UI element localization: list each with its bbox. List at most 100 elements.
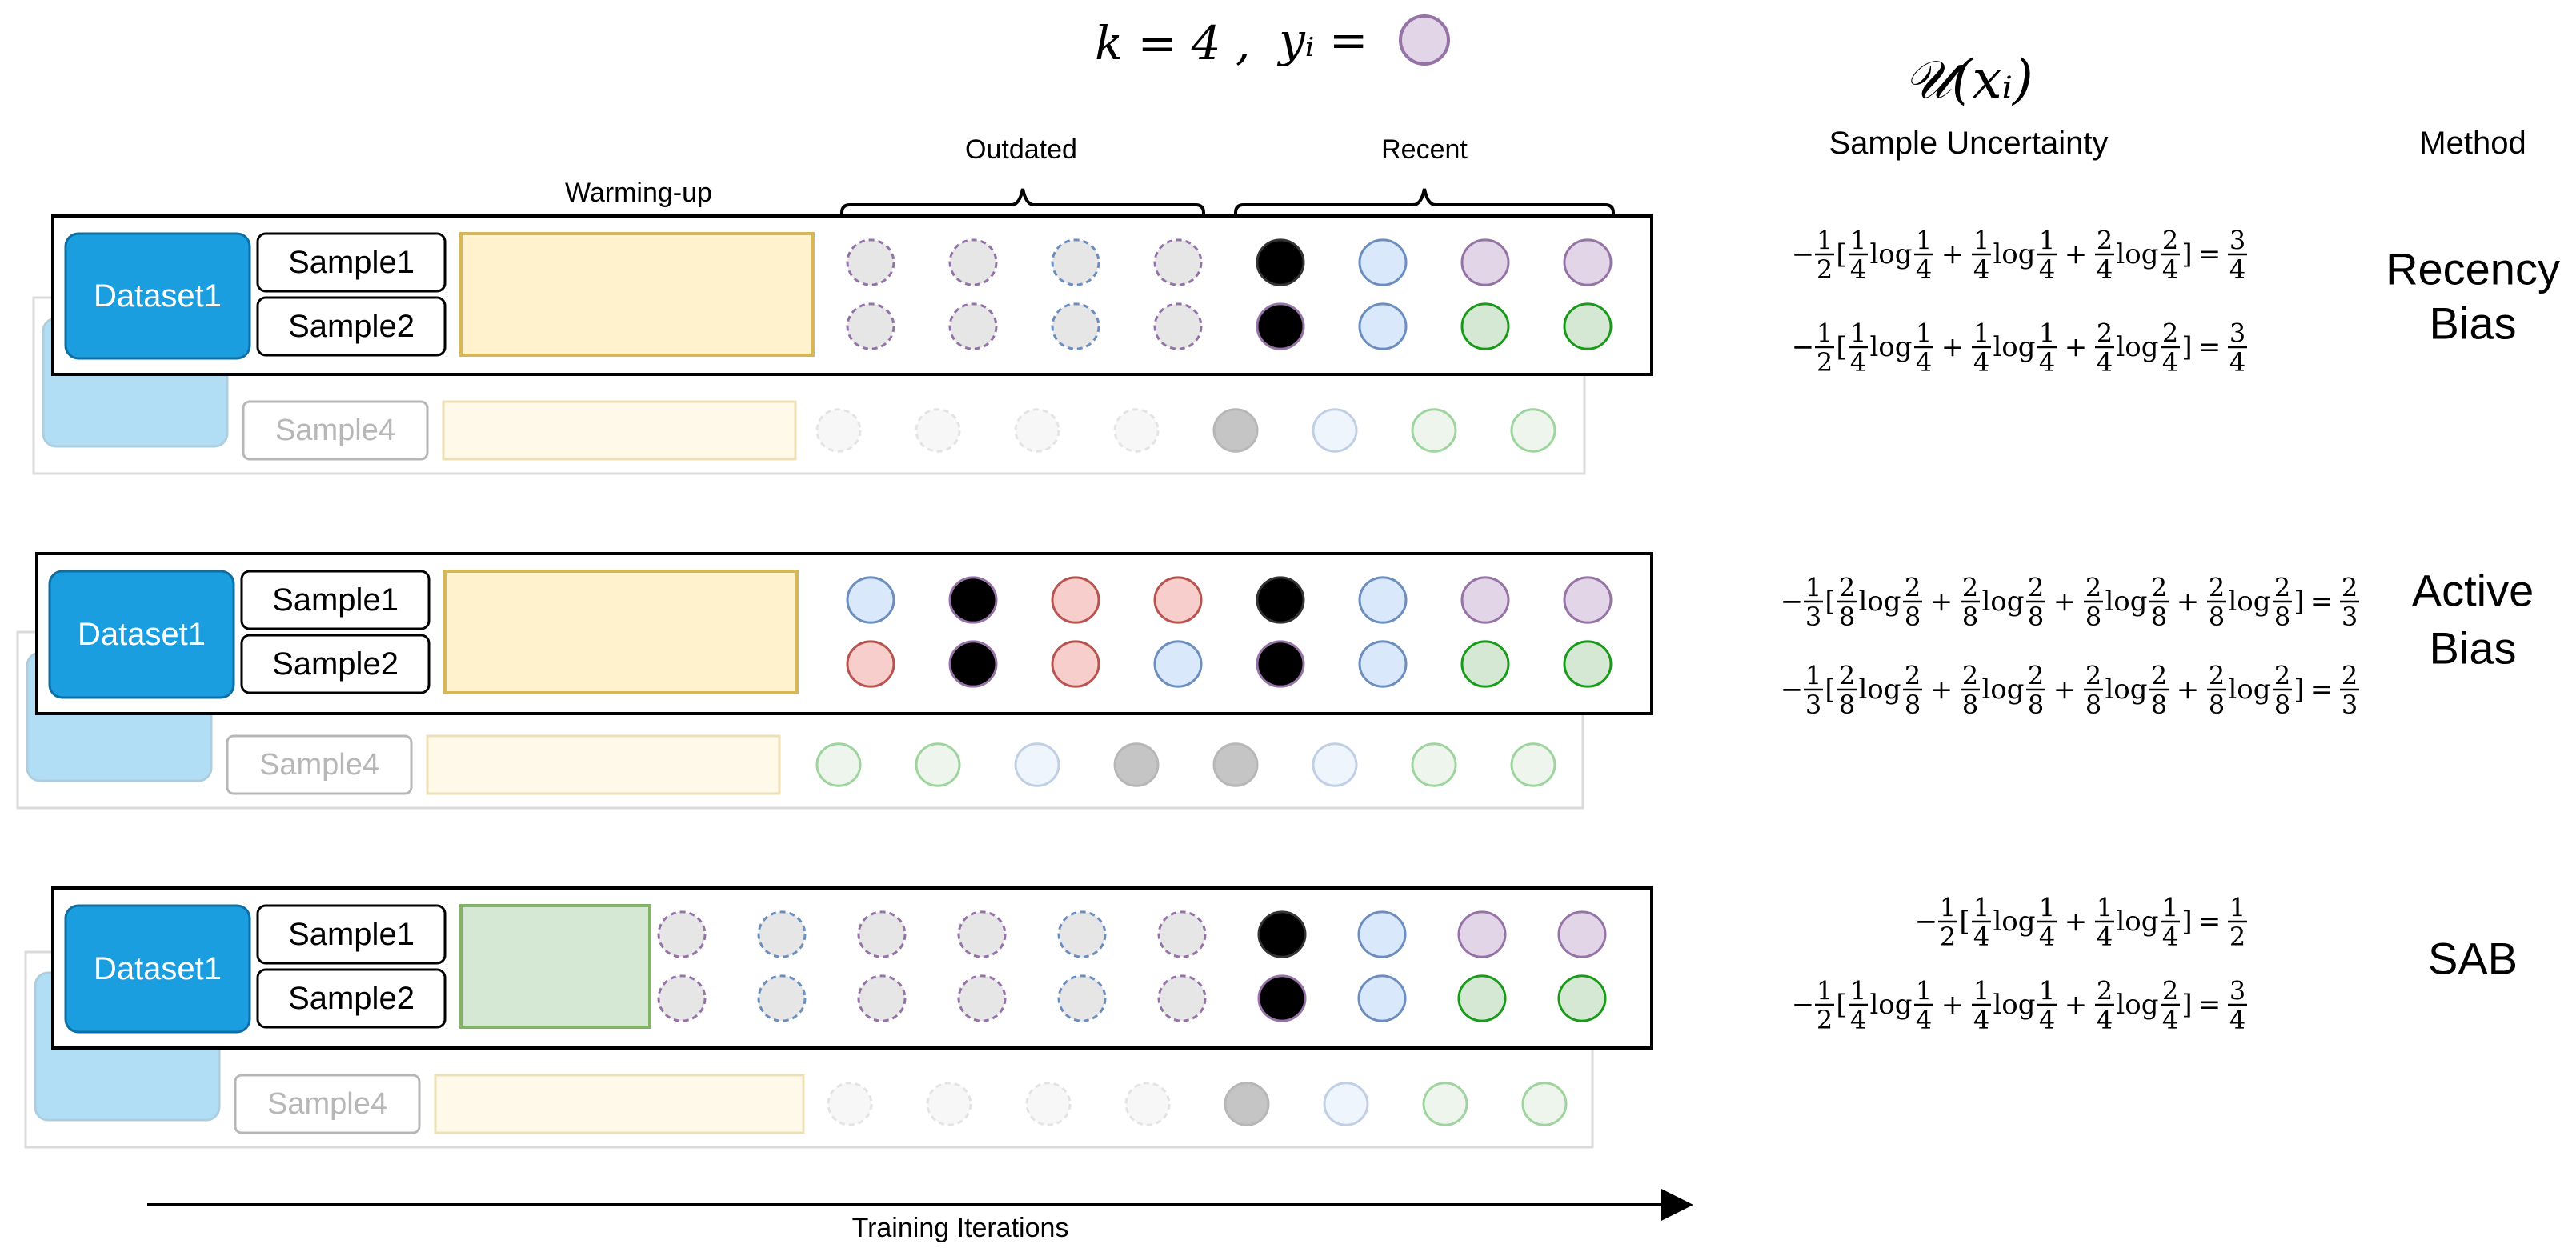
panel-1-row2-dot-8 [1563, 302, 1613, 350]
panel-1-row2-dot-7 [1460, 302, 1510, 350]
formula-p3-r2-symbol0: − [1792, 989, 1815, 1021]
formula-p2-r2-frac5-denominator: 8 [1905, 690, 1921, 720]
panel-1-method-line2: Bias [2430, 298, 2517, 349]
formula-p2-r1-symbol16: log [2228, 586, 2270, 618]
formula-p2-r2-symbol8: log [1981, 674, 2024, 706]
panel-1-dataset1-label: Dataset1 [94, 278, 222, 314]
formula-p2-r1-frac20-denominator: 3 [2342, 602, 2358, 632]
panel-2-dataset1-box [48, 570, 235, 699]
panel-3-back-dot-2 [926, 1082, 972, 1126]
formula-p2-r1-symbol10: + [2053, 586, 2077, 618]
k-expression: k = 4 , [1095, 16, 1250, 70]
formula-p1-r2-frac7-denominator: 4 [1973, 347, 1989, 378]
formula-p3-r2-frac3-numerator: 1 [1850, 975, 1866, 1006]
panel-3-row1-dot-5 [1057, 910, 1107, 958]
panel-1-row2-dot-6 [1358, 302, 1408, 350]
panel-1-sample1-box [256, 232, 447, 293]
formula-p3-r1-frac9-denominator: 4 [2162, 922, 2178, 952]
panel-3: Dataset2Sample4Dataset1Sample1Sample2 [24, 886, 1653, 1149]
panel-2-back-dot-6 [1312, 742, 1358, 787]
formula-p1-r2-symbol12: log [2116, 331, 2158, 363]
panel-1-back-dot-5 [1212, 408, 1259, 453]
formula-p1-r1-frac5-denominator: 4 [1916, 254, 1932, 285]
formula-p1-r1-frac1-numerator: 1 [1817, 225, 1833, 255]
panel-3-method-line1: SAB [2428, 934, 2518, 984]
formula-p2-r1-frac13-denominator: 8 [2151, 602, 2167, 632]
formula-p2-r1-symbol6: + [1930, 586, 1953, 618]
panel-2-row2-dot-6 [1358, 640, 1408, 688]
formula-p1-r1-symbol6: + [1941, 238, 1965, 270]
panel-1-back-dot-8 [1510, 408, 1556, 453]
panel-2-back-warmup [426, 734, 781, 795]
panel-1-back-dot-2 [915, 408, 961, 453]
formula-p3-r2-symbol4: log [1869, 989, 1912, 1021]
formula-p1-r1-frac9-numerator: 1 [2039, 225, 2055, 255]
panel-1-back-warmup [442, 400, 797, 461]
formula-p2-r1-frac11-numerator: 2 [2085, 572, 2101, 602]
formula-p3-r2-frac11-numerator: 2 [2097, 975, 2113, 1006]
formula-p1-r1-frac3-denominator: 4 [1850, 254, 1866, 285]
formula-p1-r1-symbol0: − [1792, 238, 1815, 270]
panel-3-row1-dot-4 [957, 910, 1007, 958]
panel-3-sample1-box [256, 904, 447, 965]
formula-p3-r2-frac13-denominator: 4 [2162, 1005, 2178, 1035]
panel-1-back-dot-4 [1113, 408, 1160, 453]
panel-1-row1-dot-3 [1051, 238, 1100, 286]
formula-p1-r2-frac3-denominator: 4 [1850, 347, 1866, 378]
formula-p3-r2-frac1-denominator: 2 [1817, 1005, 1833, 1035]
panel-1-row2-dot-5 [1256, 302, 1305, 350]
formula-p1-r2-symbol2: [ [1836, 331, 1846, 363]
formula-p1-r2-symbol6: + [1941, 331, 1965, 363]
formula-p1-r2-frac1-denominator: 2 [1817, 347, 1833, 378]
panel-1-back-dot-1 [815, 408, 862, 453]
panel-1-row1-dot-4 [1153, 238, 1203, 286]
formula-p2-r1-frac20-numerator: 2 [2342, 572, 2358, 602]
formula-p2-r1-frac5-numerator: 2 [1905, 572, 1921, 602]
formula-p1-r1-frac11-numerator: 2 [2097, 225, 2113, 255]
panel-3-back-dot-6 [1323, 1082, 1369, 1126]
method-header: Method [2419, 126, 2526, 161]
formula-p2-r1-frac15-numerator: 2 [2209, 572, 2225, 602]
formula-p2-r2-symbol10: + [2053, 674, 2077, 706]
panel-3-row1-dot-3 [857, 910, 907, 958]
formula-p2-r1-frac15-denominator: 8 [2209, 602, 2225, 632]
formula-p3-r1-frac5-denominator: 4 [2039, 922, 2055, 952]
uncertainty-symbol: 𝒰(xᵢ) [1904, 49, 2033, 110]
uncertainty-label: Sample Uncertainty [1829, 126, 2108, 161]
formula-p2-r1-frac9-numerator: 2 [2028, 572, 2044, 602]
formula-p3-r1-symbol11: = [2198, 906, 2221, 938]
bracket-group [840, 188, 1615, 230]
formula-p3-r1-symbol0: − [1915, 906, 1938, 938]
formula-p3-r2-frac9-numerator: 1 [2039, 975, 2055, 1006]
panel-3-row1-dot-10 [1557, 910, 1607, 958]
formula-p1-r2-frac9-denominator: 4 [2039, 347, 2055, 378]
formula-p2-r1-symbol4: log [1858, 586, 1901, 618]
panel-2-row2-dot-3 [1051, 640, 1100, 688]
panel-2-row1-dot-2 [948, 576, 998, 624]
panel-1-row2-dot-1 [846, 302, 895, 350]
formula-p2-r2-frac1-numerator: 1 [1805, 660, 1821, 690]
formula-p1-r2-symbol0: − [1792, 331, 1815, 363]
formula-p2-r2-symbol14: + [2177, 674, 2200, 706]
panel-3-sample4-box [234, 1074, 421, 1134]
formula-p1-r1-symbol12: log [2116, 238, 2158, 270]
panel-3-back-dot-7 [1422, 1082, 1468, 1126]
panel-2-back-dot-3 [1014, 742, 1060, 787]
panel-1-row2-dot-4 [1153, 302, 1203, 350]
panel-3-back-dot-8 [1521, 1082, 1568, 1126]
panel-3-sample2-box [256, 968, 447, 1029]
formula-p1-r1-symbol14: ] [2181, 238, 2192, 270]
panel-3-row2-dot-3 [857, 974, 907, 1022]
formula-p1-r1-symbol15: = [2198, 238, 2221, 270]
panel-2-row2-dot-7 [1460, 640, 1510, 688]
panel-1-row1-dot-8 [1563, 238, 1613, 286]
panel-2-sample1-label: Sample1 [272, 582, 399, 618]
formula-p1-r1-frac13-numerator: 2 [2162, 225, 2178, 255]
formula-p2-r2-frac11-denominator: 8 [2085, 690, 2101, 720]
panel-3-row2-dot-6 [1157, 974, 1207, 1022]
